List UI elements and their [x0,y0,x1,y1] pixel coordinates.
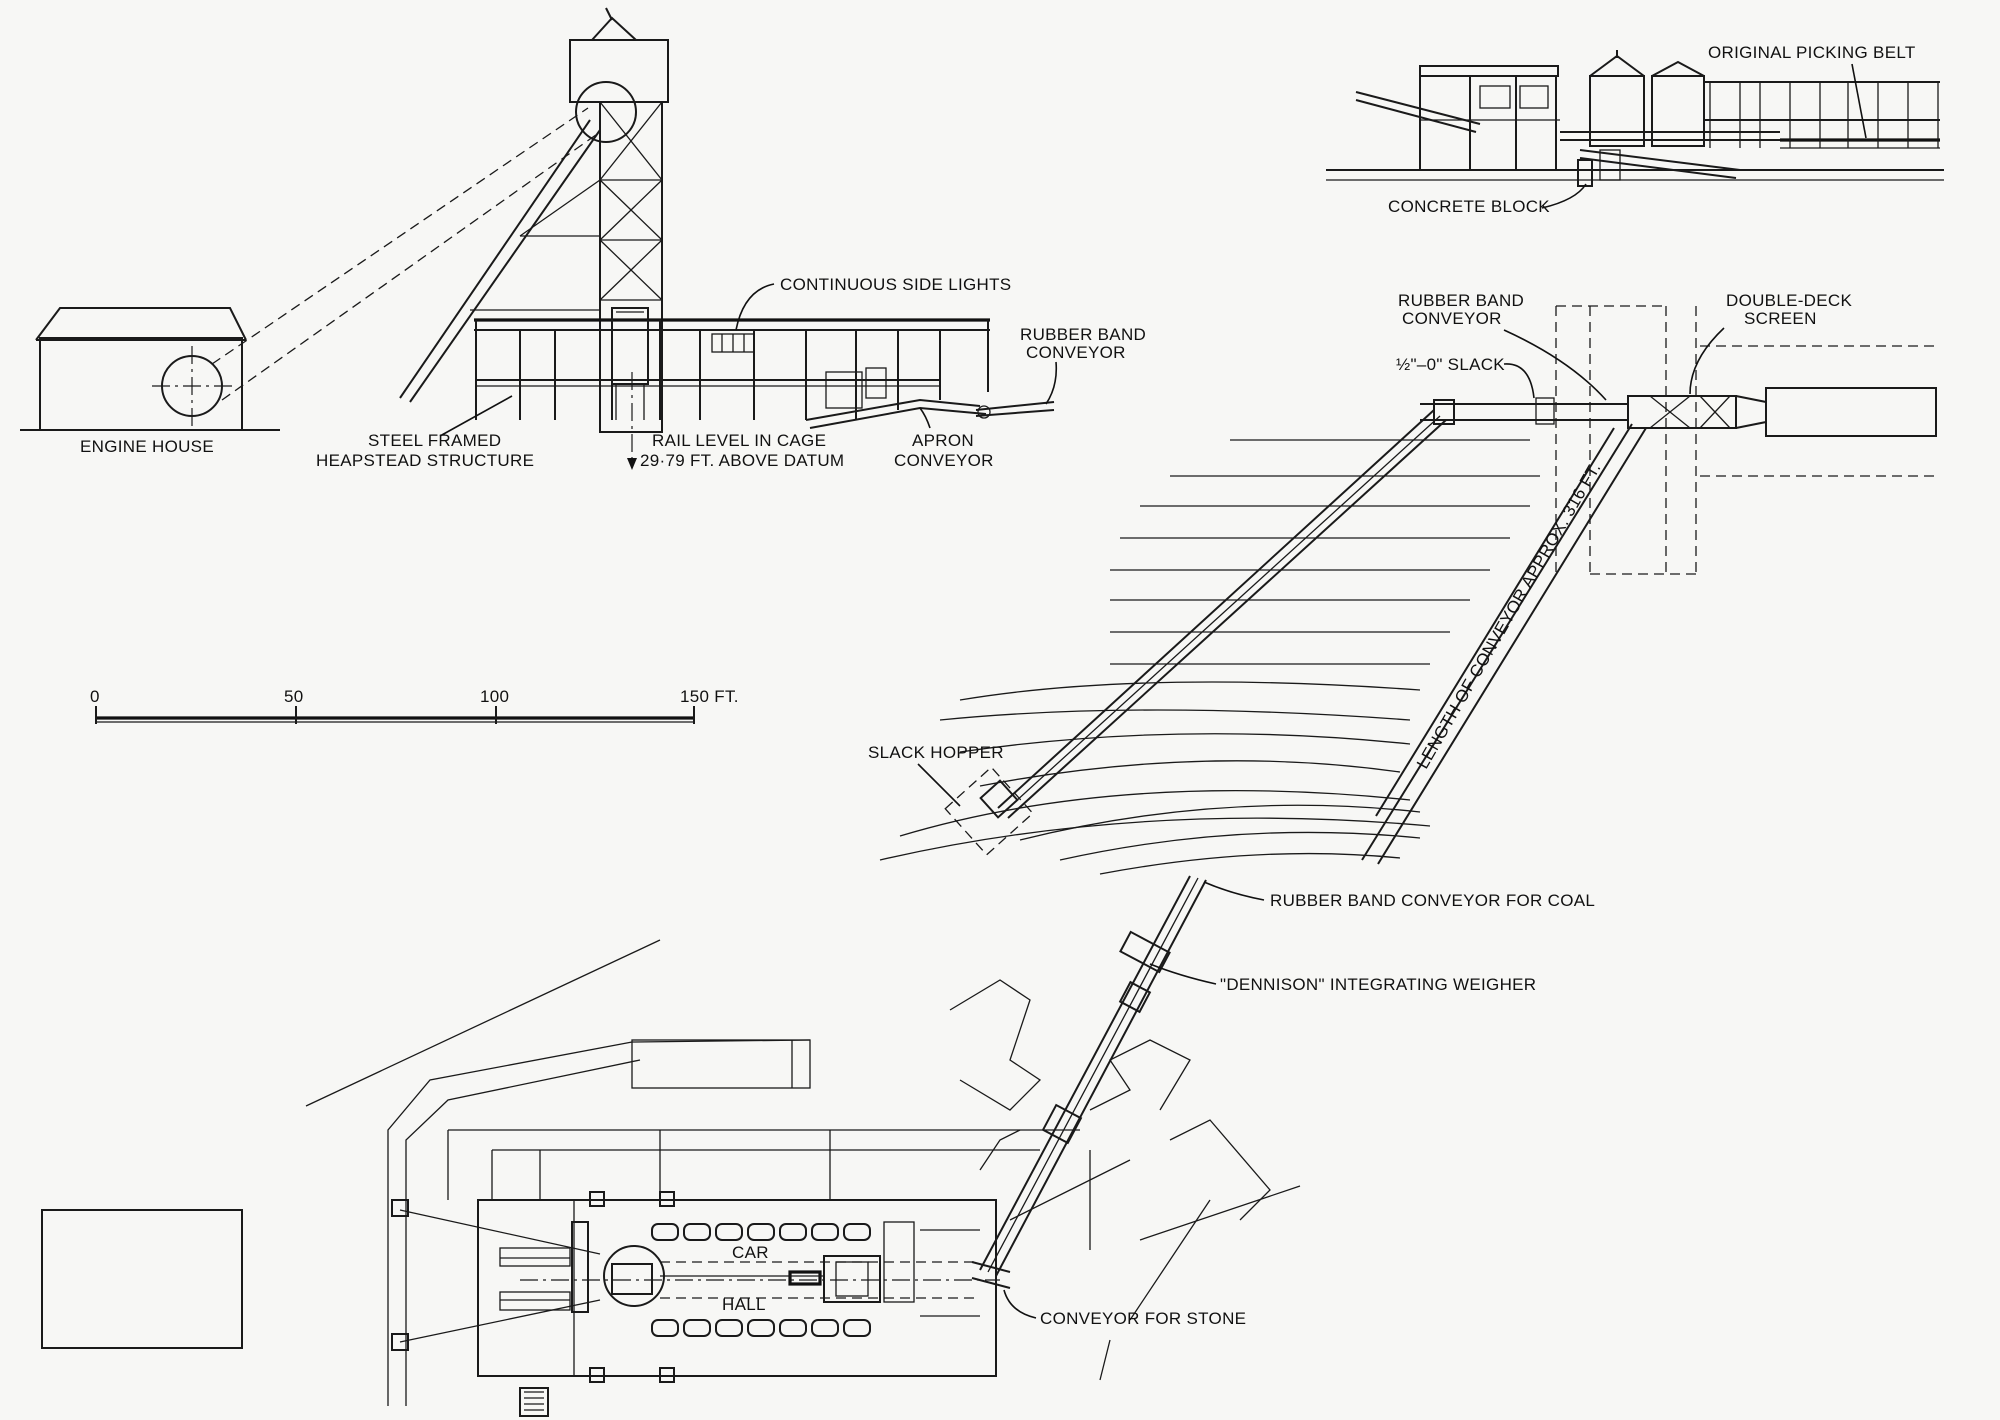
leader-double-deck [1689,327,1725,395]
plan-labels: RUBBER BAND CONVEYOR DOUBLE-DECK SCREEN … [868,291,1852,807]
engine-house [20,307,280,431]
leader-apron [919,407,931,429]
scale-tick-100: 100 [480,687,509,706]
picking-belt-elevation [1326,50,1944,187]
winding-ropes [211,107,601,401]
leader-concrete-block [1541,183,1587,209]
label-hall: HALL [722,1295,766,1314]
leader-rubber-band [1045,361,1058,405]
leader-slack [1503,363,1535,399]
label-double-deck-2: SCREEN [1744,309,1817,328]
leader-slack-hopper [917,763,961,807]
screen-plan [1420,305,1940,575]
leader-rubber-band-plan [1503,329,1607,401]
slack-hopper [944,766,1034,856]
headframe [399,7,669,433]
label-apron-1: APRON [912,431,974,450]
label-rubber-band-1: RUBBER BAND [1020,325,1146,344]
label-double-deck-1: DOUBLE-DECK [1726,291,1852,310]
label-dennison-weigher: "DENNISON" INTEGRATING WEIGHER [1220,975,1536,994]
scale-tick-150: 150 FT. [680,687,739,706]
label-rubber-band-coal: RUBBER BAND CONVEYOR FOR COAL [1270,891,1595,910]
label-car: CAR [732,1243,769,1262]
label-heapstead-structure: HEAPSTEAD STRUCTURE [316,451,534,470]
label-rubber-band-plan-1: RUBBER BAND [1398,291,1524,310]
scale-tick-0: 0 [90,687,100,706]
label-conveyor-for-stone: CONVEYOR FOR STONE [1040,1309,1246,1328]
leader-picking-belt [1851,63,1867,139]
label-continuous-side-lights: CONTINUOUS SIDE LIGHTS [780,275,1011,294]
label-rail-level-1: RAIL LEVEL IN CAGE [652,431,826,450]
site-plan [305,875,1301,1417]
railway-sidings [879,439,1540,875]
label-slack: ½"–0" SLACK [1396,355,1505,374]
leader-stone [1003,1289,1037,1319]
label-rubber-band-2: CONVEYOR [1026,343,1126,362]
label-slack-hopper: SLACK HOPPER [868,743,1004,762]
slack-conveyor-diagonal [979,409,1447,819]
leader-dennison [1149,963,1217,985]
label-original-picking-belt: ORIGINAL PICKING BELT [1708,43,1916,62]
label-concrete-block: CONCRETE BLOCK [1388,197,1550,216]
leader-heapstead [439,395,513,437]
label-rubber-band-plan-2: CONVEYOR [1402,309,1502,328]
site-plan-labels: CAR HALL CONVEYOR FOR STONE RUBBER BAND … [722,881,1595,1328]
leader-coal [1203,881,1265,901]
label-steel-framed: STEEL FRAMED [368,431,501,450]
label-engine-house: ENGINE HOUSE [80,437,214,456]
scale-tick-50: 50 [284,687,304,706]
blank-box [41,1209,243,1349]
leader-side-lights [735,283,775,331]
elevation-labels: ENGINE HOUSE STEEL FRAMED HEAPSTEAD STRU… [80,275,1146,470]
label-apron-2: CONVEYOR [894,451,994,470]
picking-belt-labels: ORIGINAL PICKING BELT CONCRETE BLOCK [1388,43,1916,216]
heapstead-building [474,307,1055,470]
label-rail-level-2: 29·79 FT. ABOVE DATUM [640,451,844,470]
coal-conveyor-diagonal [1361,423,1647,865]
scale-bar: 0 50 100 150 FT. [90,687,739,724]
